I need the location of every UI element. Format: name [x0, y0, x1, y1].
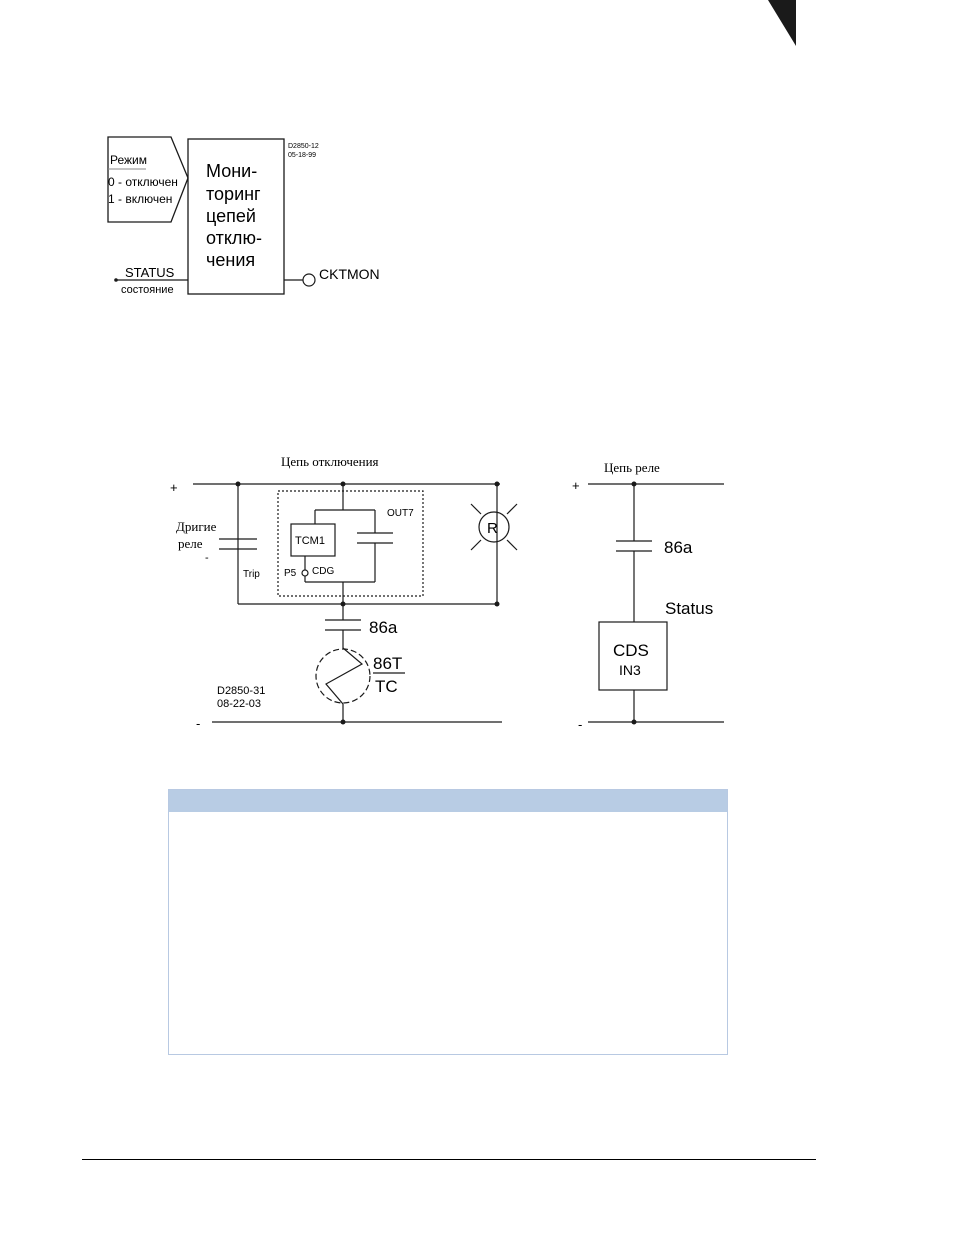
cds-label: CDS — [613, 641, 649, 660]
fig2-drawing-date: 08-22-03 — [217, 698, 261, 710]
trip-label: Trip — [243, 569, 260, 580]
lamp-label: R — [487, 520, 498, 537]
junction-dot — [235, 481, 241, 487]
coil-86t-zigzag — [325, 647, 364, 705]
mode-option-1: 1 - включен — [108, 192, 172, 206]
trip-plus-sign: + — [170, 480, 178, 495]
tcm-box — [290, 523, 336, 557]
fig1-drawing-id: D2850-12 — [288, 143, 319, 150]
monitor-block — [187, 138, 285, 295]
p5-terminal — [301, 569, 309, 577]
block-line-5: чения — [206, 250, 255, 270]
junction-dot — [340, 719, 346, 725]
other-relays-label-2: реле — [178, 536, 203, 551]
in3-label: IN3 — [619, 662, 641, 678]
trip-circuit-monitor-block-diagram: Режим 0 - отключен 1 - включен Мони- тор… — [107, 136, 380, 296]
block-line-1: Мони- — [206, 161, 257, 181]
trip-circuit-title: Цепь отключения — [281, 454, 379, 469]
junction-dot — [340, 601, 346, 607]
coil-tc-label: TC — [375, 677, 398, 696]
other-relays-minus: - — [205, 552, 209, 564]
cdg-label: CDG — [312, 566, 334, 577]
lamp-ray-1 — [470, 503, 482, 515]
lamp-ray-4 — [506, 539, 518, 551]
relay-box — [277, 490, 424, 597]
lamp-ray-2 — [506, 503, 518, 515]
empty-table — [168, 789, 728, 1055]
block-line-2: торинг — [206, 184, 261, 204]
junction-dot — [494, 481, 500, 487]
tcm-label: TCM1 — [295, 535, 325, 547]
junction-dot — [494, 601, 500, 607]
lamp-r — [478, 511, 510, 543]
fig1-drawing-date: 05-18-99 — [288, 152, 316, 159]
table-header-row — [169, 790, 727, 812]
relay-86a-label: 86a — [664, 538, 693, 557]
trip-circuit-schematic: Цепь отключения Цепь реле + + - - Дригие… — [170, 454, 724, 732]
corner-triangle — [768, 0, 796, 46]
junction-dot — [631, 719, 637, 725]
block-line-4: отклю- — [206, 228, 262, 248]
relay-minus-sign: - — [578, 717, 582, 732]
other-relays-label-1: Дригие — [176, 519, 217, 534]
mode-input-arrow — [107, 136, 189, 223]
lamp-ray-3 — [470, 539, 482, 551]
mode-option-0: 0 - отключен — [108, 175, 178, 189]
relay-plus-sign: + — [572, 478, 580, 493]
junction-dot — [340, 481, 346, 487]
relay-circuit-title: Цепь реле — [604, 460, 660, 475]
page-corner-marker — [768, 0, 796, 46]
p5-label: P5 — [284, 568, 297, 579]
output-label: CKTMON — [319, 266, 380, 282]
coil-86t-label: 86T — [373, 654, 402, 673]
block-line-3: цепей — [206, 206, 256, 226]
fig2-drawing-id: D2850-31 — [217, 685, 265, 697]
coil-86t — [315, 648, 371, 704]
cds-box — [598, 621, 668, 691]
status-label: Status — [665, 599, 713, 618]
status-label: STATUS — [125, 265, 175, 280]
output-terminal — [302, 273, 316, 287]
trip-minus-sign: - — [196, 716, 200, 731]
status-input-dot — [114, 278, 118, 282]
out7-label: OUT7 — [387, 508, 414, 519]
status-sub-label: состояние — [121, 284, 174, 296]
mode-label: Режим — [110, 153, 147, 167]
contact-86a-label: 86a — [369, 618, 398, 637]
footer-rule — [82, 1159, 816, 1160]
junction-dot — [631, 481, 637, 487]
